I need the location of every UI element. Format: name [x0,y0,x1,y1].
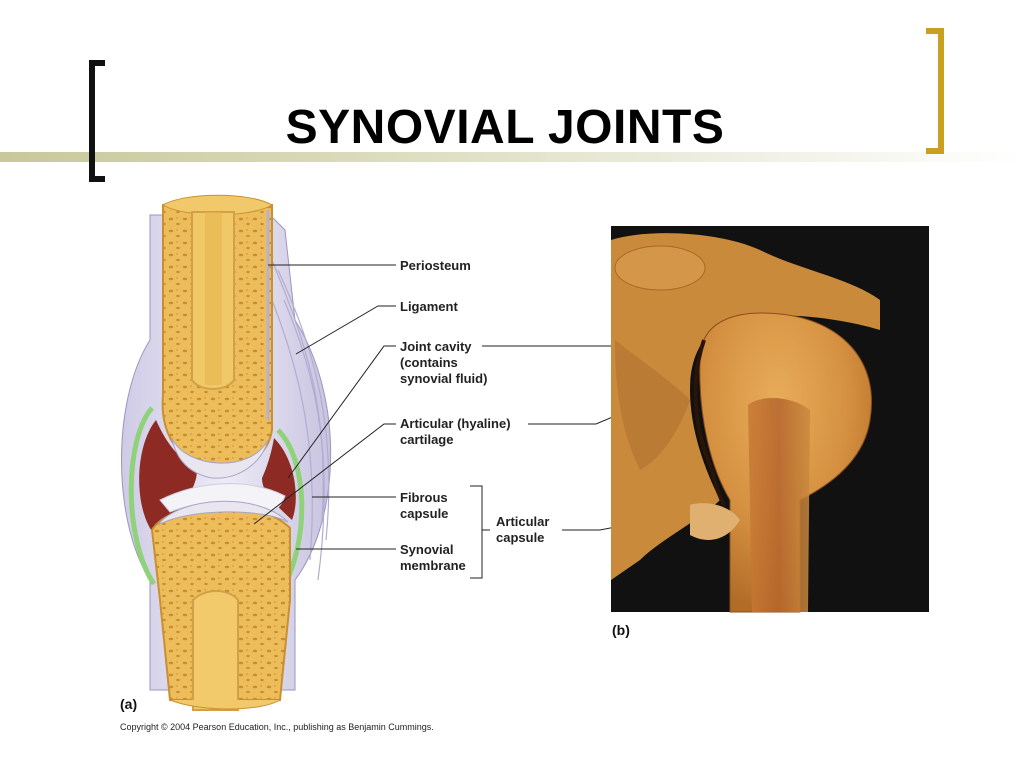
label-synovial-membrane-line-2: membrane [400,558,466,573]
leader-joint-cavity [287,345,396,479]
label-periosteum: Periosteum [400,258,471,273]
label-synovial-membrane: Synovial membrane [400,542,466,574]
articular-cartilage-red-right [262,438,296,520]
leader-articular-cartilage [253,423,396,525]
label-articular-capsule-line-1: Articular [496,514,550,529]
slide-title: SYNOVIAL JOINTS [285,101,725,154]
figure-a-tag: (a) [120,696,138,712]
synovial-membrane-left [128,406,157,586]
photo-joint-cavity [693,339,726,507]
photo-humerus-section [611,226,929,613]
label-joint-cavity-line-2: (contains [400,355,458,370]
label-articular-cartilage-line-2: cartilage [400,432,454,447]
label-ligament: Ligament [400,299,458,314]
articular-cartilage-red-left [139,420,197,540]
leader-ligament [295,305,396,355]
label-joint-cavity-line-3: synovial fluid) [400,371,488,386]
articular-cartilage-lower [157,500,289,526]
label-synovial-membrane-line-1: Synovial [400,542,454,557]
articular-capsule-bracket [470,485,483,579]
photo-capsule-tissue [690,503,740,540]
label-fibrous-capsule: Fibrous capsule [400,490,448,522]
label-fibrous-capsule-line-2: capsule [400,506,449,521]
title-accent-line [0,152,1024,162]
label-articular-capsule-line-2: capsule [496,530,545,545]
label-articular-cartilage: Articular (hyaline) cartilage [400,416,511,448]
lower-medullary-cavity [192,590,239,711]
label-articular-capsule: Articular capsule [496,514,549,546]
articular-cartilage-upper [171,437,269,479]
figure-b-tag: (b) [612,622,630,638]
copyright-notice: Copyright © 2004 Pearson Education, Inc.… [120,722,434,732]
illustration-synovial-joint [121,194,332,711]
right-bracket-decoration [926,28,944,154]
ligament-fibers [267,259,330,581]
label-joint-cavity-line-1: Joint cavity [400,339,472,354]
left-bracket-decoration [89,60,105,182]
label-joint-cavity: Joint cavity (contains synovial fluid) [400,339,487,387]
photo-glenoid-region [611,233,880,581]
label-articular-cartilage-line-1: Articular (hyaline) [400,416,511,431]
photo-humeral-shaft [748,398,810,612]
label-fibrous-capsule-line-1: Fibrous [400,490,448,505]
